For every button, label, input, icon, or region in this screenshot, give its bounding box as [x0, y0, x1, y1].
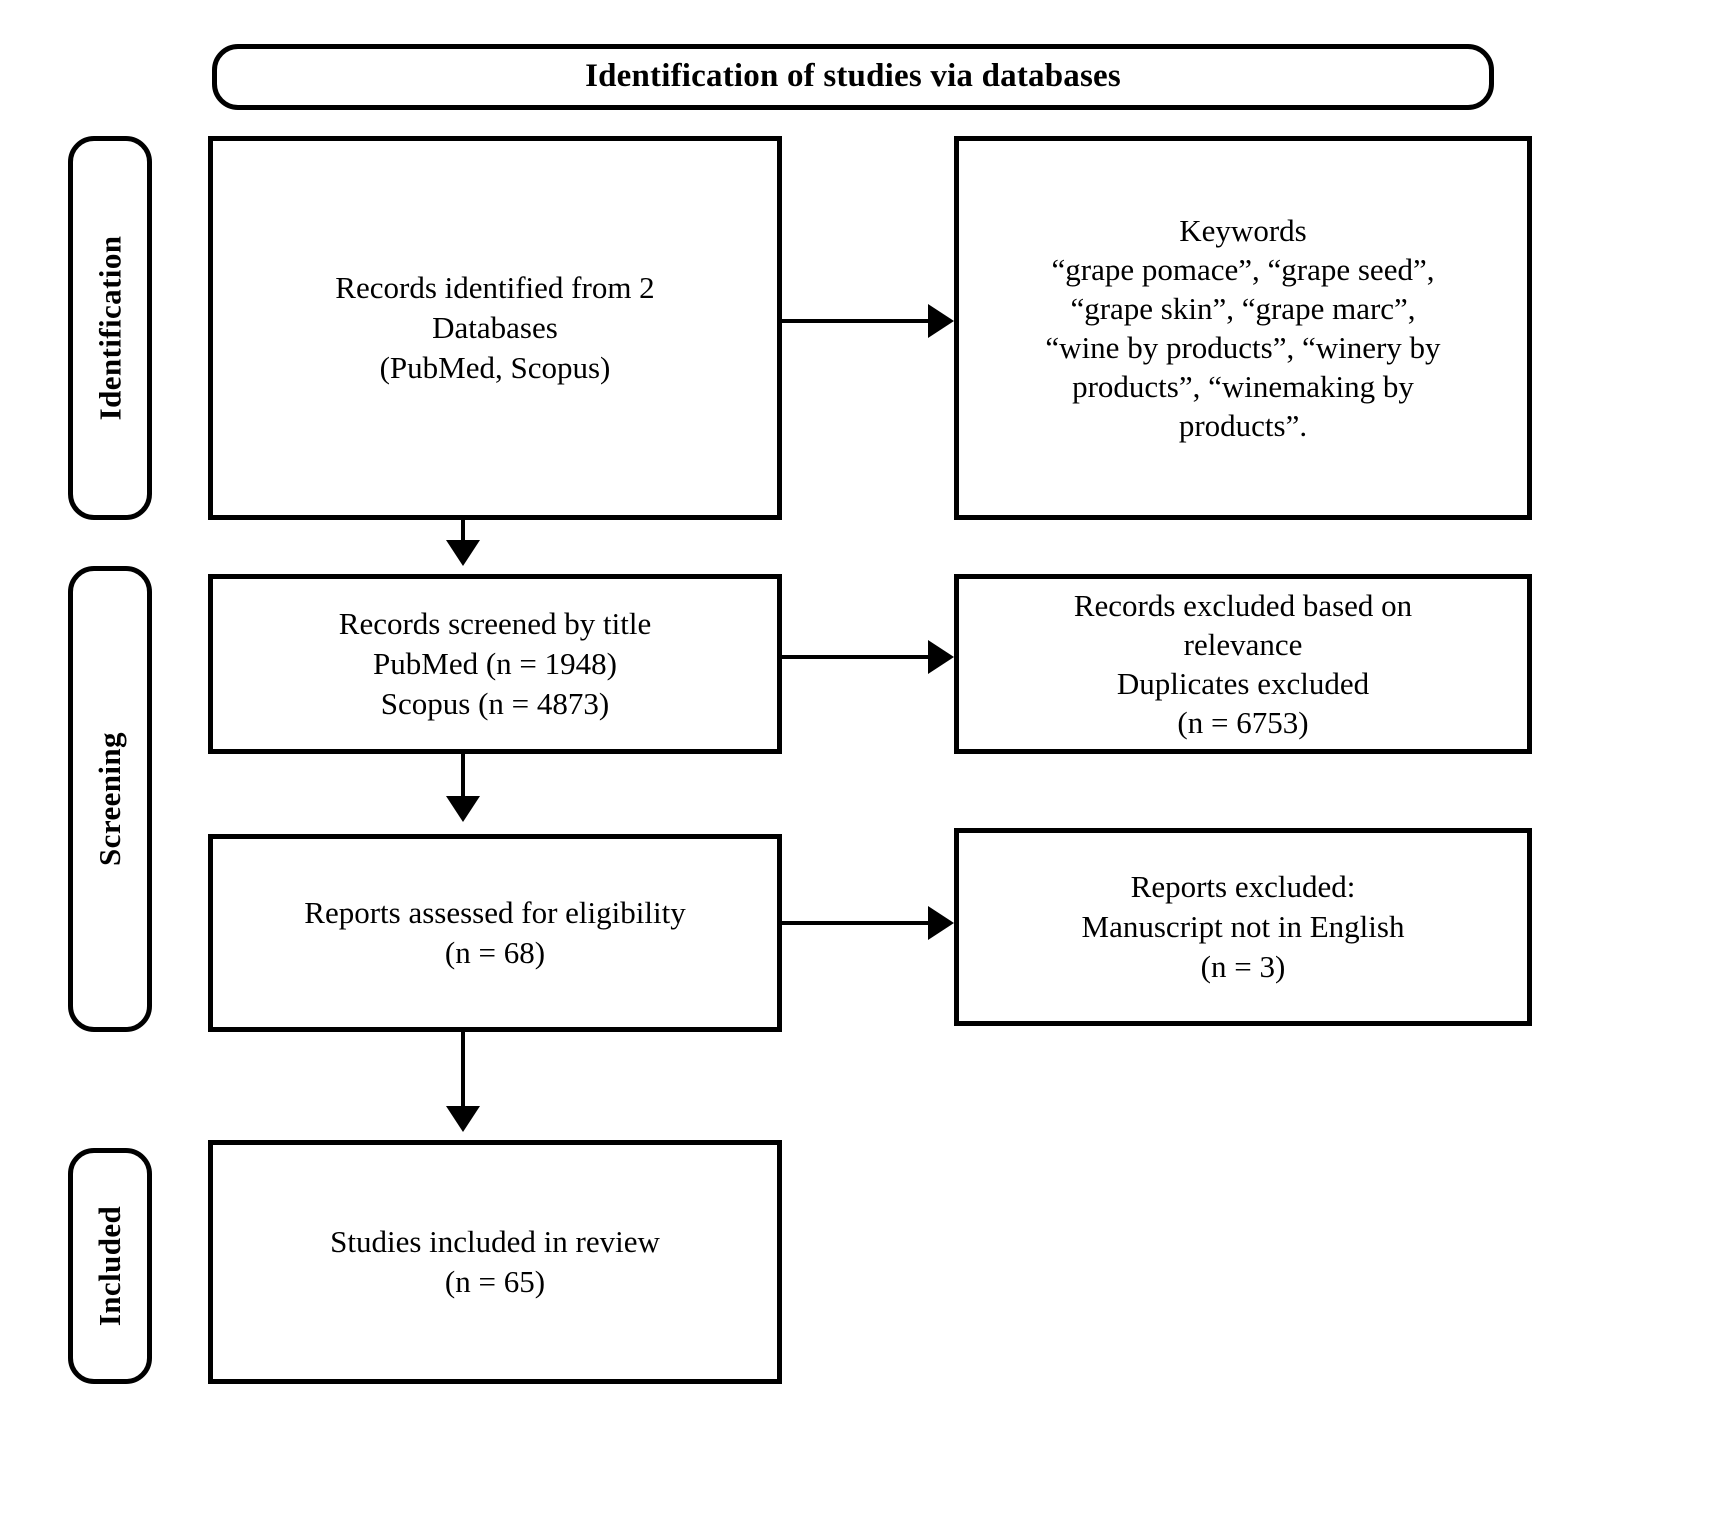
- box-reports-assessed-text: Reports assessed for eligibility (n = 68…: [304, 894, 686, 970]
- box-keywords-text: Keywords “grape pomace”, “grape seed”, “…: [1045, 212, 1441, 444]
- connector-line: [461, 1032, 465, 1114]
- box-reports-excluded: Reports excluded: Manuscript not in Engl…: [954, 828, 1532, 1026]
- box-keywords: Keywords “grape pomace”, “grape seed”, “…: [954, 136, 1532, 520]
- arrow-down-icon: [446, 540, 480, 566]
- connector-line: [782, 655, 928, 659]
- stage-bar-screening: Screening: [68, 566, 152, 1032]
- box-records-excluded: Records excluded based on relevance Dupl…: [954, 574, 1532, 754]
- box-studies-included-text: Studies included in review (n = 65): [330, 1223, 660, 1299]
- connector-line: [461, 520, 465, 546]
- box-records-identified: Records identified from 2 Databases (Pub…: [208, 136, 782, 520]
- box-records-excluded-text: Records excluded based on relevance Dupl…: [1073, 587, 1413, 741]
- stage-bar-identification: Identification: [68, 136, 152, 520]
- stage-label-identification: Identification: [92, 235, 127, 421]
- arrow-down-icon: [446, 1106, 480, 1132]
- box-records-identified-text: Records identified from 2 Databases (Pub…: [335, 269, 655, 386]
- connector-line: [782, 319, 928, 323]
- connector-line: [461, 754, 465, 804]
- box-studies-included: Studies included in review (n = 65): [208, 1140, 782, 1384]
- connector-line: [782, 921, 928, 925]
- arrow-right-icon: [928, 640, 954, 674]
- stage-label-included: Included: [92, 1205, 128, 1327]
- box-records-screened: Records screened by title PubMed (n = 19…: [208, 574, 782, 754]
- page-title: Identification of studies via databases: [585, 58, 1121, 95]
- stage-bar-included: Included: [68, 1148, 152, 1384]
- arrow-down-icon: [446, 796, 480, 822]
- arrow-right-icon: [928, 906, 954, 940]
- box-reports-excluded-text: Reports excluded: Manuscript not in Engl…: [1081, 868, 1405, 985]
- stage-label-screening: Screening: [92, 732, 128, 866]
- box-reports-assessed: Reports assessed for eligibility (n = 68…: [208, 834, 782, 1032]
- box-records-screened-text: Records screened by title PubMed (n = 19…: [338, 605, 652, 722]
- arrow-right-icon: [928, 304, 954, 338]
- diagram-header-bar: Identification of studies via databases: [212, 44, 1494, 110]
